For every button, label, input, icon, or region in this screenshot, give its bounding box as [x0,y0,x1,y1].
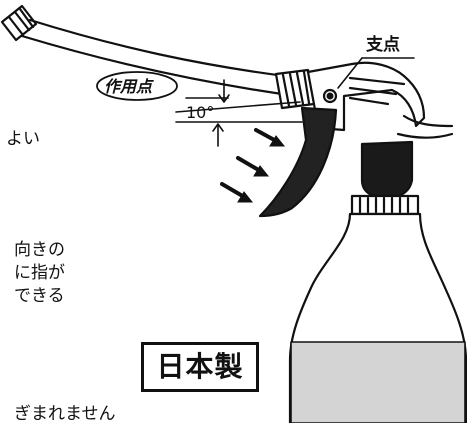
effort-point-label: 作用点 [104,77,153,96]
bottle-cap [360,140,414,200]
angle-label: 10° [186,103,215,122]
extension-tube [20,18,287,96]
made-in-japan-badge: 日本製 [141,342,259,392]
angle-ray [175,101,301,113]
side-text-line-2: に指が [14,263,65,283]
side-text-line-3: できる [14,286,65,306]
bottle-collar [350,194,420,216]
bottle-liquid [290,341,466,424]
side-text-cut: ぎまれません [14,404,116,424]
nozzle-tip [0,4,38,42]
pump-head [306,61,426,132]
effort-oval [96,71,178,101]
pivot-leader [337,57,363,89]
trigger [258,106,338,218]
side-text-good: よい [6,129,40,149]
pivot-label: 支点 [366,35,400,55]
force-arrows [220,128,286,203]
handle-curve [396,114,454,139]
side-text-line-1: 向きの [14,240,65,260]
collar-nut [274,68,316,110]
